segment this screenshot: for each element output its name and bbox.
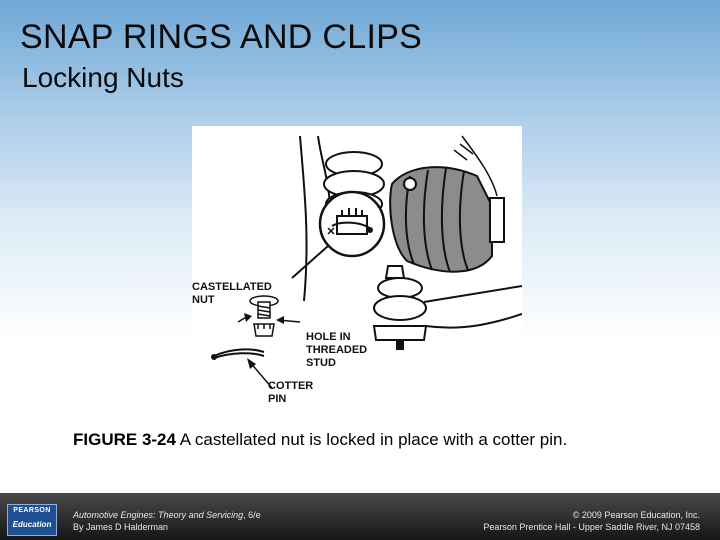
book-author: By James D Halderman (73, 522, 169, 532)
label-cotter-pin: COTTER PIN (268, 380, 314, 405)
label-castellated-nut: CASTELLATED NUT (192, 281, 272, 306)
figure-illustration: CASTELLATED NUT HOLE IN THREADED STUD CO… (192, 126, 522, 411)
footer-copyright: © 2009 Pearson Education, Inc. Pearson P… (483, 509, 700, 533)
slide-title: SNAP RINGS AND CLIPS (20, 18, 423, 56)
book-edition: , 6/e (243, 510, 261, 520)
ball-joint-drawing (211, 135, 522, 389)
footer-bar (0, 493, 720, 540)
book-title: Automotive Engines: Theory and Servicing (73, 510, 244, 520)
publisher-line: Pearson Prentice Hall - Upper Saddle Riv… (483, 522, 700, 532)
logo-pearson-text: PEARSON (13, 507, 51, 514)
figure-number: FIGURE 3-24 (73, 430, 176, 449)
label-hole-in-threaded-stud: HOLE IN THREADED STUD (306, 331, 368, 369)
footer-book-info: Automotive Engines: Theory and Servicing… (73, 509, 261, 533)
copyright-line: © 2009 Pearson Education, Inc. (572, 510, 700, 520)
logo-education-text: Education (12, 520, 52, 529)
figure-caption: FIGURE 3-24 A castellated nut is locked … (73, 430, 713, 450)
figure-caption-text: A castellated nut is locked in place wit… (175, 430, 568, 449)
pearson-logo: PEARSON Education (7, 504, 57, 536)
slide-subtitle: Locking Nuts (22, 62, 184, 93)
book-title-line: Automotive Engines: Theory and Servicing… (73, 509, 261, 521)
